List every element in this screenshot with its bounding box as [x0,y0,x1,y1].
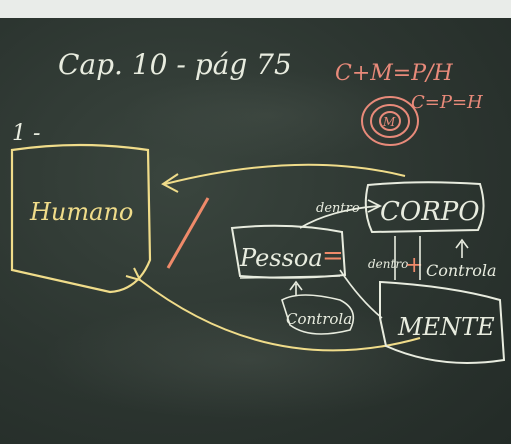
arrow-top-head [161,173,179,193]
corpo-label: CORPO [380,197,480,227]
mente-box [379,280,506,364]
wall-edge [0,0,511,18]
mente-label: MENTE [397,313,495,341]
dentro-mid: dentro [368,257,408,271]
formula-bottom-center: M [382,115,396,129]
orange-slash [166,197,210,269]
controla-left: Controla [286,310,352,328]
controla-left-loop [281,294,355,335]
chalk-smudge [40,300,460,420]
arrow-bottom-head [125,267,142,282]
plus-sign: + [405,253,423,278]
humano-label: Humano [29,198,133,226]
concentric-circles [361,96,419,146]
heading-text: Cap. 10 - pág 75 [58,48,292,81]
arrow-top [164,163,406,185]
formula-bottom-right: C=P=H [411,92,483,113]
corpo-box [364,181,485,234]
dentro-top: dentro [316,201,360,216]
arrow-pessoa-mente [339,269,383,319]
equals-sign: = [322,241,344,271]
arrow-pessoa-corpo-head [367,199,383,213]
formula-top: C+M=P/H [335,61,453,86]
arrow-controla-right [455,238,469,258]
controla-right: Controla [426,261,497,280]
pessoa-underline [239,275,341,279]
arrow-bottom [139,279,421,352]
arrow-pessoa-corpo [299,205,379,229]
pessoa-label: Pessoa [239,244,323,272]
humano-box [10,143,152,294]
chalk-smudge [120,70,420,160]
number-label: 1 - [12,121,40,146]
arrow-controla-left [289,280,303,296]
